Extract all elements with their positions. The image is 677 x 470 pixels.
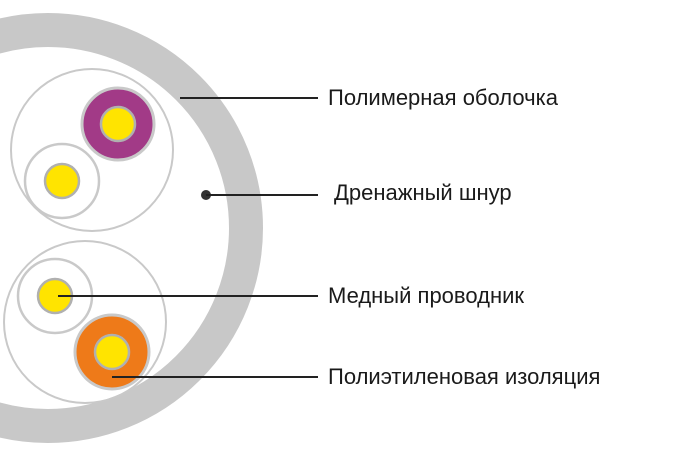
label-drain-wire: Дренажный шнур [334, 180, 512, 205]
label-copper-conductor: Медный проводник [328, 283, 525, 308]
label-polymer-sheath: Полимерная оболочка [328, 85, 558, 110]
copper-conductor [43, 162, 81, 200]
copper-conductor [99, 105, 137, 143]
pair-envelope-bottom [3, 240, 167, 404]
label-polyethylene-insulation: Полиэтиленовая изоляция [328, 364, 601, 389]
copper-conductor [93, 333, 131, 371]
pair-envelope-top [10, 68, 174, 232]
